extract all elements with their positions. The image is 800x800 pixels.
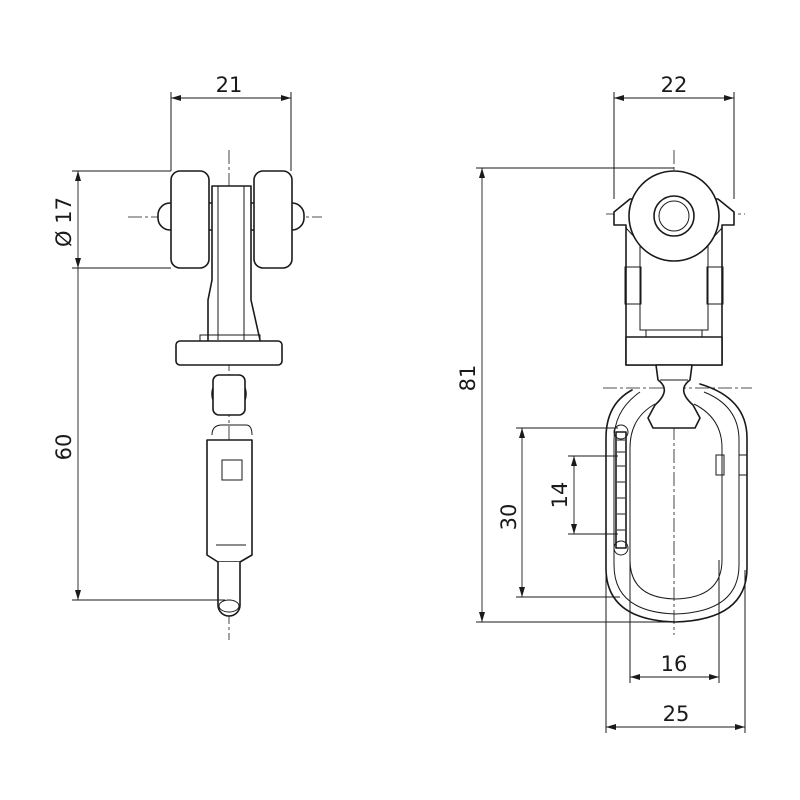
dimension-81: 81	[456, 167, 674, 623]
dimension-60: 60	[52, 268, 225, 601]
dimension-25: 25	[605, 570, 746, 733]
dimension-diameter-17: Ø 17	[52, 170, 171, 269]
front-view	[603, 150, 752, 635]
dim-16-label: 16	[661, 652, 688, 676]
dim-21-label: 21	[216, 73, 243, 97]
dim-14-label: 14	[548, 482, 572, 509]
dim-30-label: 30	[497, 504, 521, 531]
dimension-21: 21	[170, 73, 292, 171]
dimension-14: 14	[548, 455, 618, 535]
dimension-16: 16	[629, 560, 720, 683]
dim-22-label: 22	[661, 73, 688, 97]
dimension-22: 22	[613, 73, 735, 199]
dim-60-label: 60	[52, 434, 76, 461]
dim-81-label: 81	[456, 365, 480, 392]
side-view	[128, 150, 322, 640]
dimension-30: 30	[497, 427, 620, 598]
dim-25-label: 25	[663, 702, 690, 726]
dim-diameter-label: Ø 17	[52, 197, 76, 247]
